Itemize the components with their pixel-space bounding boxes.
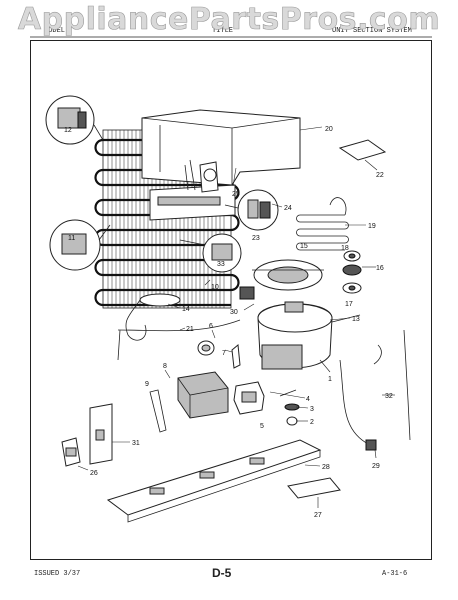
callout-3: 3 xyxy=(310,406,314,413)
callout-10: 10 xyxy=(211,284,219,291)
footer-code: A-31-6 xyxy=(382,570,408,578)
footer-issued: ISSUED 3/37 xyxy=(34,570,81,578)
part-26 xyxy=(61,437,81,467)
header-section: UNIT SECTION SYSTEM xyxy=(332,27,412,35)
compressor-plate xyxy=(252,259,324,291)
callout-16: 16 xyxy=(376,265,384,272)
relay-5 xyxy=(233,381,265,415)
drain-pan xyxy=(141,109,301,186)
clip-7 xyxy=(231,344,241,369)
callout-12: 12 xyxy=(64,127,72,134)
footer-page-number: D-5 xyxy=(212,566,232,580)
control-bracket xyxy=(149,159,236,221)
inset-part-23 xyxy=(224,189,279,231)
bracket-27 xyxy=(287,477,341,499)
callout-24: 24 xyxy=(284,205,292,212)
callout-5: 5 xyxy=(260,423,264,430)
grommets xyxy=(342,250,362,294)
callout-33: 33 xyxy=(217,261,225,268)
callout-2: 2 xyxy=(310,419,314,426)
callout-18: 18 xyxy=(341,245,349,252)
callout-22: 22 xyxy=(376,172,384,179)
header-model: MODEL xyxy=(44,27,66,35)
cover-8 xyxy=(177,371,229,419)
callout-31: 31 xyxy=(132,440,140,447)
callout-23: 23 xyxy=(252,235,260,242)
callout-32: 32 xyxy=(385,393,393,400)
callout-13: 13 xyxy=(352,316,360,323)
callout-28: 28 xyxy=(322,464,330,471)
diagram-frame xyxy=(30,40,432,560)
compressor xyxy=(257,301,361,370)
callout-7: 7 xyxy=(222,350,226,357)
ring-6 xyxy=(197,340,215,356)
inset-part-11 xyxy=(49,219,111,271)
callout-11: 11 xyxy=(68,235,75,242)
callout-8: 8 xyxy=(163,363,167,370)
callout-26: 26 xyxy=(90,470,98,477)
bracket-9 xyxy=(149,389,167,433)
suction-line xyxy=(117,319,241,361)
inset-part-33 xyxy=(179,233,242,273)
base-pan xyxy=(106,439,322,523)
callout-4: 4 xyxy=(306,396,310,403)
clip-30 xyxy=(239,286,255,300)
bracket-31 xyxy=(89,403,113,465)
small-hardware xyxy=(279,389,300,426)
callout-6: 6 xyxy=(209,323,213,330)
bracket-22 xyxy=(338,139,387,161)
callout-9: 9 xyxy=(145,381,149,388)
callout-21: 21 xyxy=(186,326,194,333)
callout-27: 27 xyxy=(314,512,322,519)
leader-lines xyxy=(77,126,395,508)
callout-30: 30 xyxy=(230,309,238,316)
inset-part-12 xyxy=(45,95,104,145)
tube-32 xyxy=(403,329,411,441)
callouts: 20 22 19 18 16 17 15 13 1 4 3 2 5 32 29 … xyxy=(64,126,393,519)
callout-17: 17 xyxy=(345,301,353,308)
callout-19: 19 xyxy=(368,223,376,230)
callout-14: 14 xyxy=(182,306,190,313)
header-title: TITLE xyxy=(212,27,234,35)
wire-harness xyxy=(339,344,382,451)
callout-25: 25 xyxy=(232,191,240,198)
callout-29: 29 xyxy=(372,463,380,470)
capillary-tube xyxy=(125,293,181,341)
heater xyxy=(296,197,349,251)
callout-1: 1 xyxy=(328,376,332,383)
callout-20: 20 xyxy=(325,126,333,133)
callout-15: 15 xyxy=(300,243,308,250)
